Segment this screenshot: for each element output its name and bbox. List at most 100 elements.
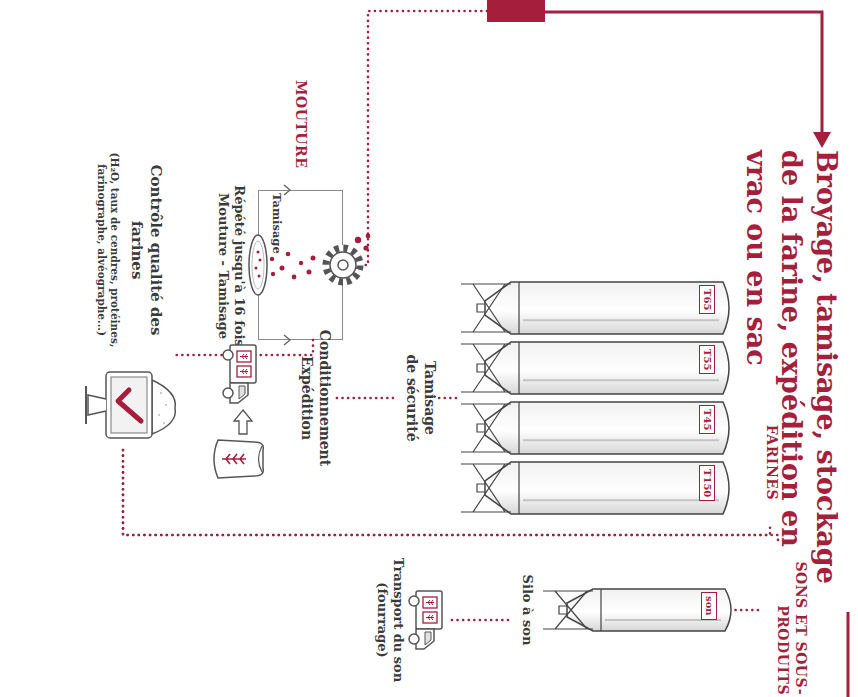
grain-drops	[355, 237, 361, 243]
silo-body	[567, 589, 731, 631]
bran-heading: SONS ET SOUS-PRODUITS	[758, 545, 813, 695]
sieve	[258, 275, 261, 278]
silo-outline	[461, 340, 731, 396]
node-subtext: Silo à son	[519, 555, 535, 665]
flour-silo: T45	[461, 400, 731, 456]
flour-pile	[152, 380, 175, 434]
node-text: Transport du son (fourrage)	[374, 550, 407, 690]
silo-outline	[461, 280, 731, 336]
silo-legs	[461, 282, 519, 334]
node-text: Tamisage de sécurité	[403, 352, 438, 444]
sieve	[255, 267, 258, 270]
sieve	[249, 235, 267, 295]
sieve	[257, 251, 260, 254]
loop-chevron	[284, 185, 290, 195]
quality-monitor	[118, 390, 141, 421]
red-rule	[813, 132, 831, 148]
node-subtext: Répété jusqu'à 16 fois Mouture - Tamisag…	[215, 171, 248, 361]
grain-drops	[280, 266, 285, 271]
loop-box: TamisageRépété jusqu'à 16 fois Mouture -…	[258, 190, 343, 340]
dotted-connector	[448, 619, 508, 622]
silo-shading	[523, 379, 719, 381]
grain-drops	[363, 245, 368, 250]
dotted-connector	[438, 397, 456, 400]
bran-silo: sonSilo à son	[508, 565, 733, 655]
silo-outline	[461, 400, 731, 456]
silo-body	[485, 402, 729, 454]
silo-outline	[461, 460, 731, 516]
bran-truck	[409, 591, 442, 649]
quality-monitor	[85, 386, 87, 424]
hollow-arrow	[234, 410, 252, 434]
grinding-gear	[326, 248, 360, 282]
silo-shading	[523, 499, 719, 501]
sieve	[252, 241, 264, 289]
silo-legs	[543, 589, 601, 631]
dotted-connector	[333, 397, 393, 400]
quality-monitor	[106, 372, 152, 438]
flour-silo: T55	[461, 340, 731, 396]
grain-drops	[270, 257, 274, 261]
section-heading: MOUTURE	[293, 80, 309, 168]
flour-sack	[222, 454, 246, 464]
dotted-connector	[173, 340, 313, 355]
grain-drops	[292, 275, 297, 280]
diagram-title: Broyage, tamisage, stockage de la farine…	[739, 150, 844, 610]
silo-body	[485, 342, 729, 394]
silo-tag: T65	[699, 285, 715, 314]
grinding-gear	[323, 245, 363, 285]
node-text: Contrôle qualité des farines	[128, 140, 166, 360]
node-subtext: (H₂O, taux de cendres, protéines, farino…	[95, 135, 121, 365]
silo-tag: T150	[699, 465, 715, 501]
quality-monitor	[86, 372, 152, 438]
dotted-connector	[123, 450, 778, 545]
flour-sack	[259, 446, 263, 472]
red-rule	[487, 0, 545, 22]
grinding-gear	[323, 245, 363, 285]
silo-shading	[523, 319, 719, 321]
node-text: SONS ET SOUS-PRODUITS	[774, 545, 809, 695]
silo-body	[485, 282, 729, 334]
flour-silo: T65	[461, 280, 731, 336]
grain-drops	[311, 256, 316, 261]
grinding-gear	[330, 252, 356, 278]
silo-legs	[461, 342, 519, 394]
red-rule	[545, 12, 822, 136]
loop-chevron	[284, 185, 290, 345]
silo-legs	[461, 402, 519, 454]
node-text: Tamisage	[270, 193, 284, 251]
loop-chevron	[284, 335, 290, 345]
flour-pile	[159, 392, 166, 424]
flour-sack	[214, 440, 263, 478]
flour-silo: T150	[461, 460, 731, 516]
delivery-truck	[223, 345, 256, 403]
silo-tag: T55	[699, 345, 715, 374]
silo-shading	[523, 439, 719, 441]
grinding-gear	[338, 260, 348, 270]
grain-drops	[307, 270, 312, 275]
entry-dotted-line	[364, 11, 487, 265]
quality-monitor	[111, 377, 147, 433]
grain-drops	[270, 234, 371, 280]
packing-shipping: Conditionnement Expédition	[288, 323, 333, 473]
silo-legs	[461, 462, 519, 514]
flour-sack	[214, 440, 263, 478]
flour-silo-group: FARINEST65T55T45T150	[456, 275, 786, 525]
quality-monitor	[88, 395, 106, 415]
grain-drops	[286, 252, 291, 257]
flour-pile	[152, 380, 175, 434]
dotted-connector	[733, 609, 758, 612]
dotted-connector	[123, 450, 770, 535]
silo-body	[485, 462, 729, 514]
sieve	[259, 259, 262, 262]
safety-sifting: Tamisage de sécurité	[393, 352, 438, 444]
silo-tag: T45	[699, 405, 715, 434]
grain-drops	[366, 234, 371, 239]
sieve	[249, 235, 267, 295]
quality-control: Contrôle qualité des farines(H₂O, taux d…	[68, 140, 173, 450]
bran-transport: Transport du son (fourrage)	[353, 545, 448, 695]
red-rule	[847, 612, 850, 697]
